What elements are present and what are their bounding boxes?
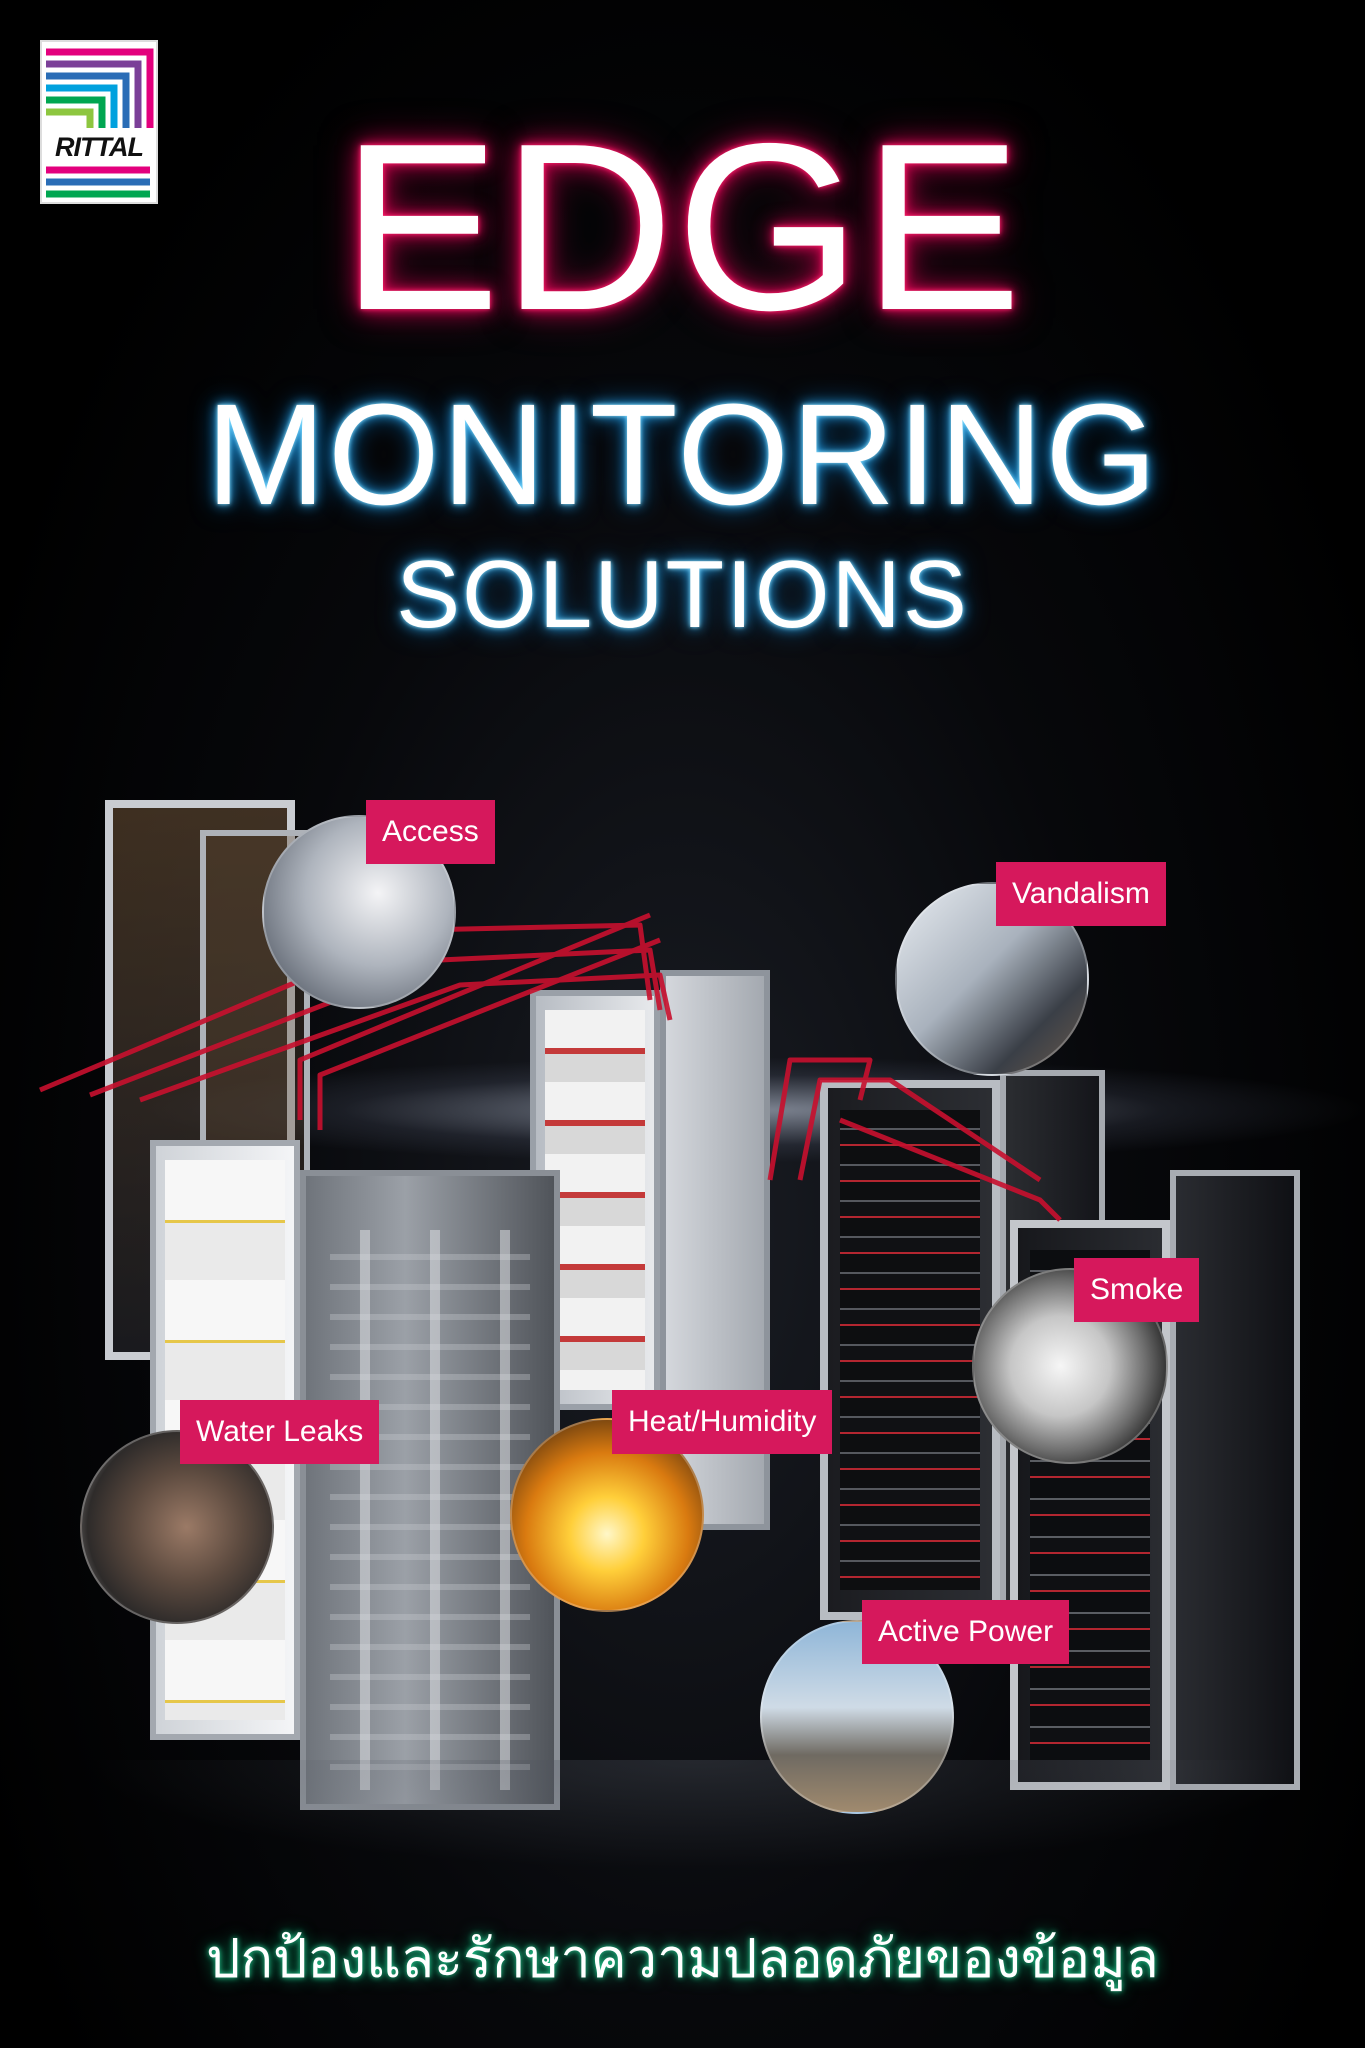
headline-monitoring: MONITORING [205, 374, 1160, 535]
rittal-logo-mark [46, 48, 154, 128]
vandalism-label: Vandalism [996, 862, 1166, 926]
rittal-logo-bottom-stripes [46, 166, 150, 198]
access-photo [262, 815, 456, 1009]
floor-reflection [80, 1760, 1320, 1870]
tagline: ปกป้องและรักษาความปลอดภัยของข้อมูล [206, 1927, 1159, 1990]
headline-solutions: SOLUTIONS [396, 541, 969, 648]
active-power-label: Active Power [862, 1600, 1070, 1664]
access-label: Access [366, 800, 495, 864]
distribution-rack-modules [545, 1010, 645, 1390]
rittal-logo-wordmark: RITTAL [55, 132, 144, 162]
water-leaks-label: Water Leaks [180, 1400, 380, 1464]
server-rack-back-units [840, 1110, 980, 1590]
white-rack-vent-panel [330, 1230, 530, 1790]
heat-humidity-label: Heat/Humidity [612, 1390, 833, 1454]
headline-edge: EDGE [341, 95, 1024, 360]
smoke-label: Smoke [1074, 1258, 1200, 1322]
rittal-logo: RITTAL [40, 40, 158, 204]
